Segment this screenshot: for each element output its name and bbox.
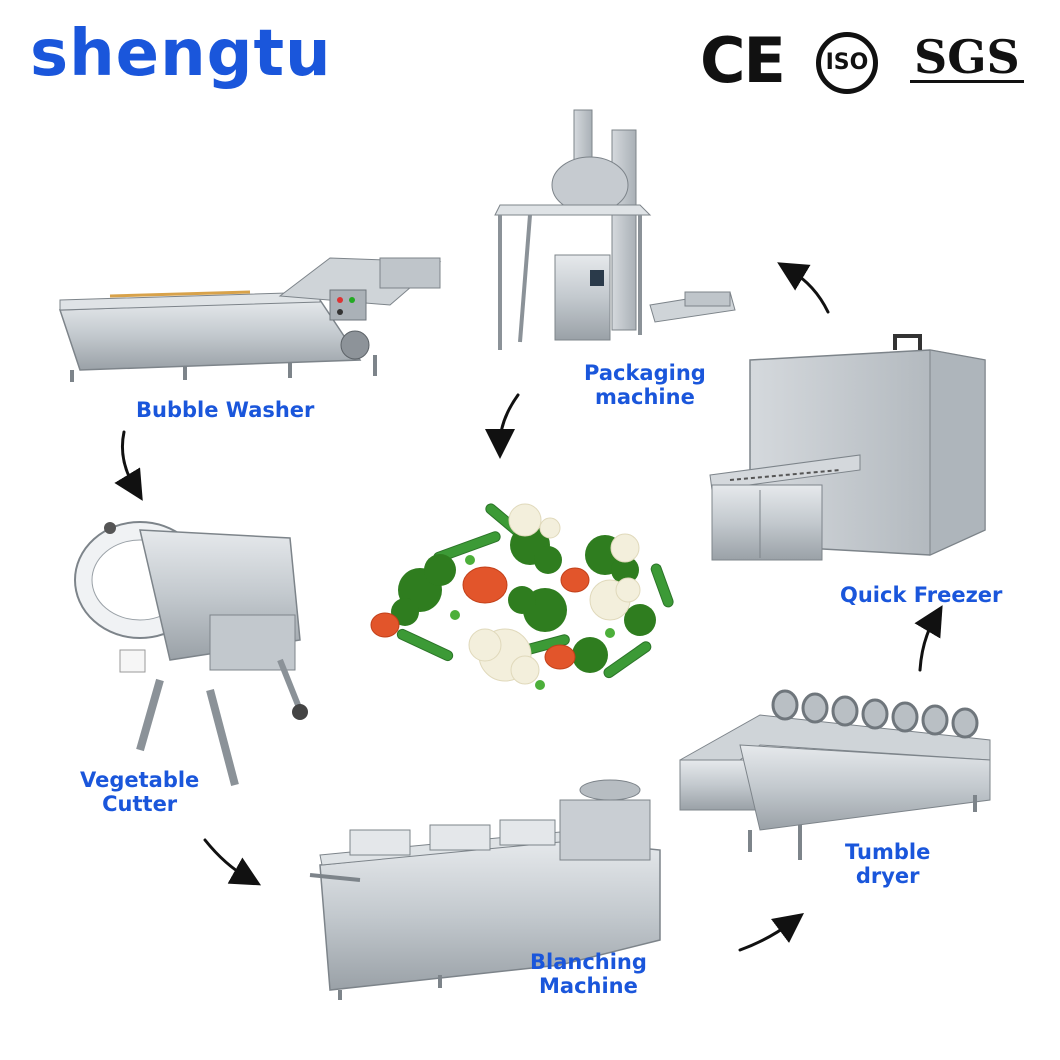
quick-freezer-unit xyxy=(709,334,986,561)
arrow-blanching-to-dryer xyxy=(738,913,805,952)
step-label-quick-freezer: Quick Freezer xyxy=(840,583,1003,607)
tumble-dryer-unit xyxy=(679,689,991,860)
bubble-washer-machine xyxy=(58,257,442,382)
blanching-machine-unit xyxy=(309,779,661,1000)
brand-logo: shengtu xyxy=(30,17,332,91)
step-label-vegetable-cutter: Vegetable Cutter xyxy=(80,768,200,816)
arrow-packaging-to-product xyxy=(485,393,520,459)
iso-mark: ISO xyxy=(816,32,878,94)
iso-mark-text: ISO xyxy=(825,50,869,75)
arrow-dryer-to-freezer xyxy=(914,605,943,672)
step-label-tumble-dryer: Tumble dryer xyxy=(845,840,931,888)
ce-mark: CE xyxy=(700,24,786,97)
step-label-packaging-machine: Packaging machine xyxy=(584,361,706,409)
packaging-machine-unit xyxy=(494,109,736,350)
arrow-freezer-to-packaging xyxy=(777,262,830,314)
step-label-blanching-machine: Blanching Machine xyxy=(530,950,647,998)
arrow-washer-to-cutter xyxy=(114,430,143,501)
flow-arrows xyxy=(114,262,943,952)
sgs-mark: SGS xyxy=(910,34,1024,83)
arrow-cutter-to-blanching xyxy=(203,838,262,886)
mixed-vegetables-image xyxy=(370,503,674,690)
step-label-bubble-washer: Bubble Washer xyxy=(136,398,315,422)
vegetable-cutter-unit xyxy=(74,521,308,787)
